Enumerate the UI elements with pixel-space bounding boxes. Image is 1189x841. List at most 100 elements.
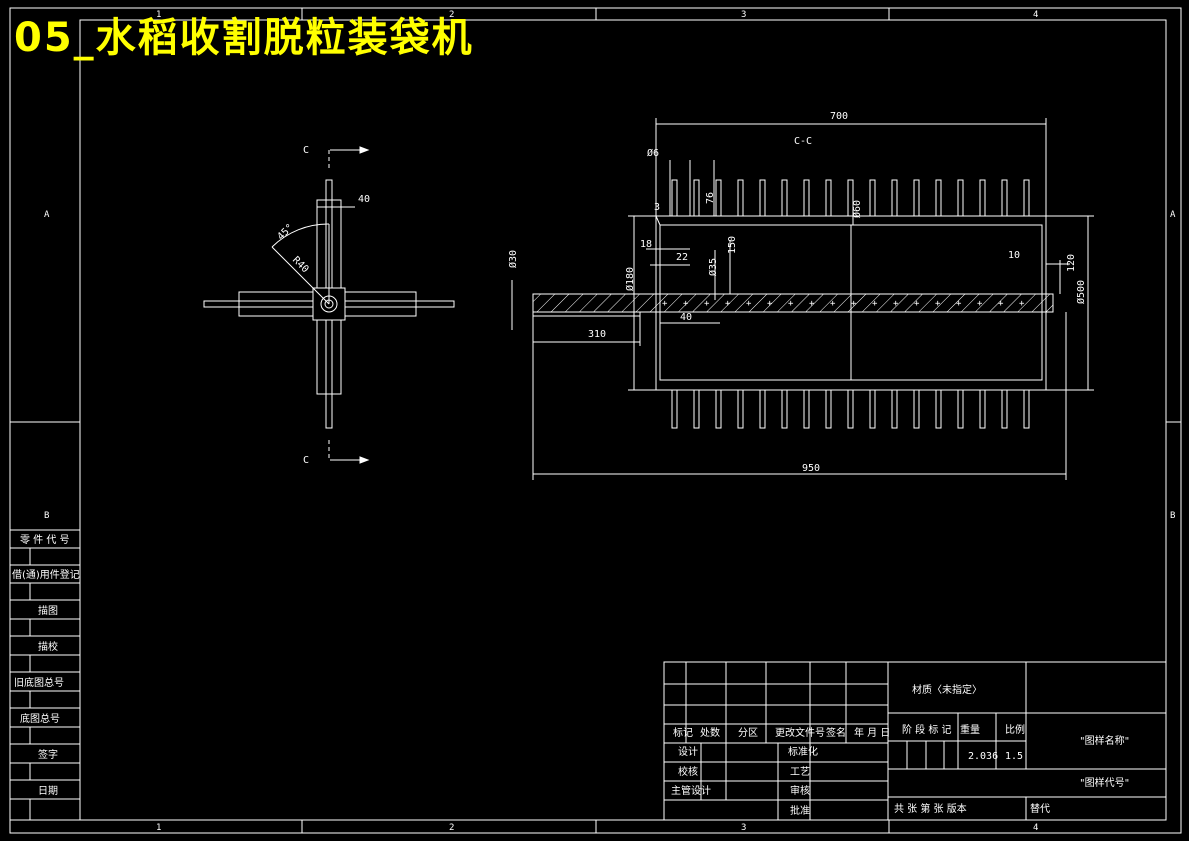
dim-120: 120 [1066, 254, 1077, 272]
tooth-bottom [825, 389, 832, 429]
header-count: 处数 [700, 726, 720, 739]
shaft-plus-mark: + [1019, 299, 1025, 309]
tooth-bottom [737, 389, 744, 429]
drawing-name: "图样名称" [1080, 734, 1129, 747]
zone-bottom-3: 3 [741, 823, 746, 833]
left-label-signature: 签字 [38, 748, 58, 761]
tooth-bottom [979, 389, 986, 429]
left-label-old-base: 旧底图总号 [14, 676, 64, 689]
tooth-bottom [759, 389, 766, 429]
header-change-doc: 更改文件号 [775, 726, 825, 739]
row-approve: 批准 [790, 804, 810, 817]
tooth-bottom [671, 389, 678, 429]
shaft-plus-mark: + [830, 299, 836, 309]
tooth-top [803, 179, 810, 217]
shaft-plus-mark: + [977, 299, 983, 309]
tooth-bottom [693, 389, 700, 429]
tooth-top [935, 179, 942, 217]
drawing-frame [9, 7, 1182, 834]
dim-dia180: Ø180 [624, 267, 636, 291]
zone-top-2: 2 [449, 10, 454, 20]
tooth-top [913, 179, 920, 217]
tooth-top [737, 179, 744, 217]
tooth-top [891, 179, 898, 217]
section-title: C-C [794, 136, 812, 147]
tooth-top [759, 179, 766, 217]
dim-18: 18 [640, 239, 652, 250]
zone-right-a: A [1170, 210, 1176, 220]
shaft-plus-mark: + [893, 299, 899, 309]
sheet-info: 共 张 第 张 版本 [894, 802, 967, 815]
scale-label: 比例 [1005, 723, 1025, 736]
header-zone: 分区 [738, 727, 758, 739]
shaft-plus-mark: + [767, 299, 773, 309]
tooth-bottom [715, 389, 722, 429]
zone-bottom-4: 4 [1033, 823, 1038, 833]
tooth-bottom [1023, 389, 1030, 429]
shaft-plus-mark: + [662, 299, 668, 309]
zone-top-1: 1 [156, 10, 161, 20]
title-block [663, 661, 1167, 821]
drawing-overlay-title: 05_水稻收割脱粒装袋机 [14, 15, 474, 61]
shaft-plus-mark: + [956, 299, 962, 309]
zone-left-a: A [44, 210, 50, 220]
tooth-bottom [957, 389, 964, 429]
dim-310: 310 [588, 329, 606, 340]
tooth-top [715, 179, 722, 217]
section-mark-top: C [303, 145, 309, 156]
row-standard: 标准化 [788, 745, 818, 758]
dim-offset3: 3 [654, 202, 660, 213]
zone-left-b: B [44, 511, 49, 521]
shaft-plus-mark: + [725, 299, 731, 309]
dim-dia30: Ø30 [507, 250, 519, 268]
material-label: 材质〈未指定〉 [912, 683, 982, 696]
shaft-plus-mark: + [914, 299, 920, 309]
shaft-plus-mark: + [683, 299, 689, 309]
zone-top-4: 4 [1033, 10, 1038, 20]
tooth-top [693, 179, 700, 217]
dim-22: 22 [676, 252, 688, 263]
section-mark-bottom: C [303, 455, 309, 466]
dim-angle-45: 45° [276, 222, 297, 243]
tooth-top [1001, 179, 1008, 217]
drum-teeth-bottom [671, 389, 1030, 429]
scale-value: 1.5 [1005, 751, 1023, 762]
weight-label: 重量 [960, 723, 980, 736]
header-mark: 标记 [673, 727, 693, 739]
left-label-part-code: 零 件 代 号 [20, 534, 70, 546]
tooth-bottom [847, 389, 854, 429]
shaft-plus-mark: + [809, 299, 815, 309]
tooth-top [671, 179, 678, 217]
replace-label: 替代 [1030, 802, 1050, 815]
left-label-date: 日期 [38, 785, 58, 797]
left-label-base-no: 底图总号 [20, 712, 60, 725]
front-view [203, 150, 455, 460]
dim-radius-r40: R40 [290, 255, 311, 276]
tooth-top [957, 179, 964, 217]
tooth-top [869, 179, 876, 217]
zone-bottom-1: 1 [156, 823, 161, 833]
section-arrows [330, 146, 370, 464]
row-process: 工艺 [790, 766, 810, 778]
dim-150: 150 [727, 236, 738, 254]
dim-10: 10 [1008, 250, 1020, 261]
shaft-plus-mark: + [851, 299, 857, 309]
shaft-plus-mark: + [746, 299, 752, 309]
dim-dia35: Ø35 [707, 258, 719, 276]
tooth-bottom [781, 389, 788, 429]
drum-teeth-top [671, 179, 1030, 217]
row-design: 设计 [678, 745, 698, 758]
drawing-code: "图样代号" [1080, 776, 1129, 789]
dim-overall-bottom: 950 [802, 463, 820, 474]
dim-dia500: Ø500 [1075, 280, 1087, 304]
row-check: 校核 [678, 765, 698, 778]
tooth-bottom [803, 389, 810, 429]
tooth-top [979, 179, 986, 217]
row-review: 审核 [790, 784, 810, 797]
shaft-plus-mark: + [704, 299, 710, 309]
row-chief: 主管设计 [671, 784, 711, 797]
shaft-plus-mark: + [998, 299, 1004, 309]
section-view [511, 118, 1094, 480]
tooth-bottom [935, 389, 942, 429]
